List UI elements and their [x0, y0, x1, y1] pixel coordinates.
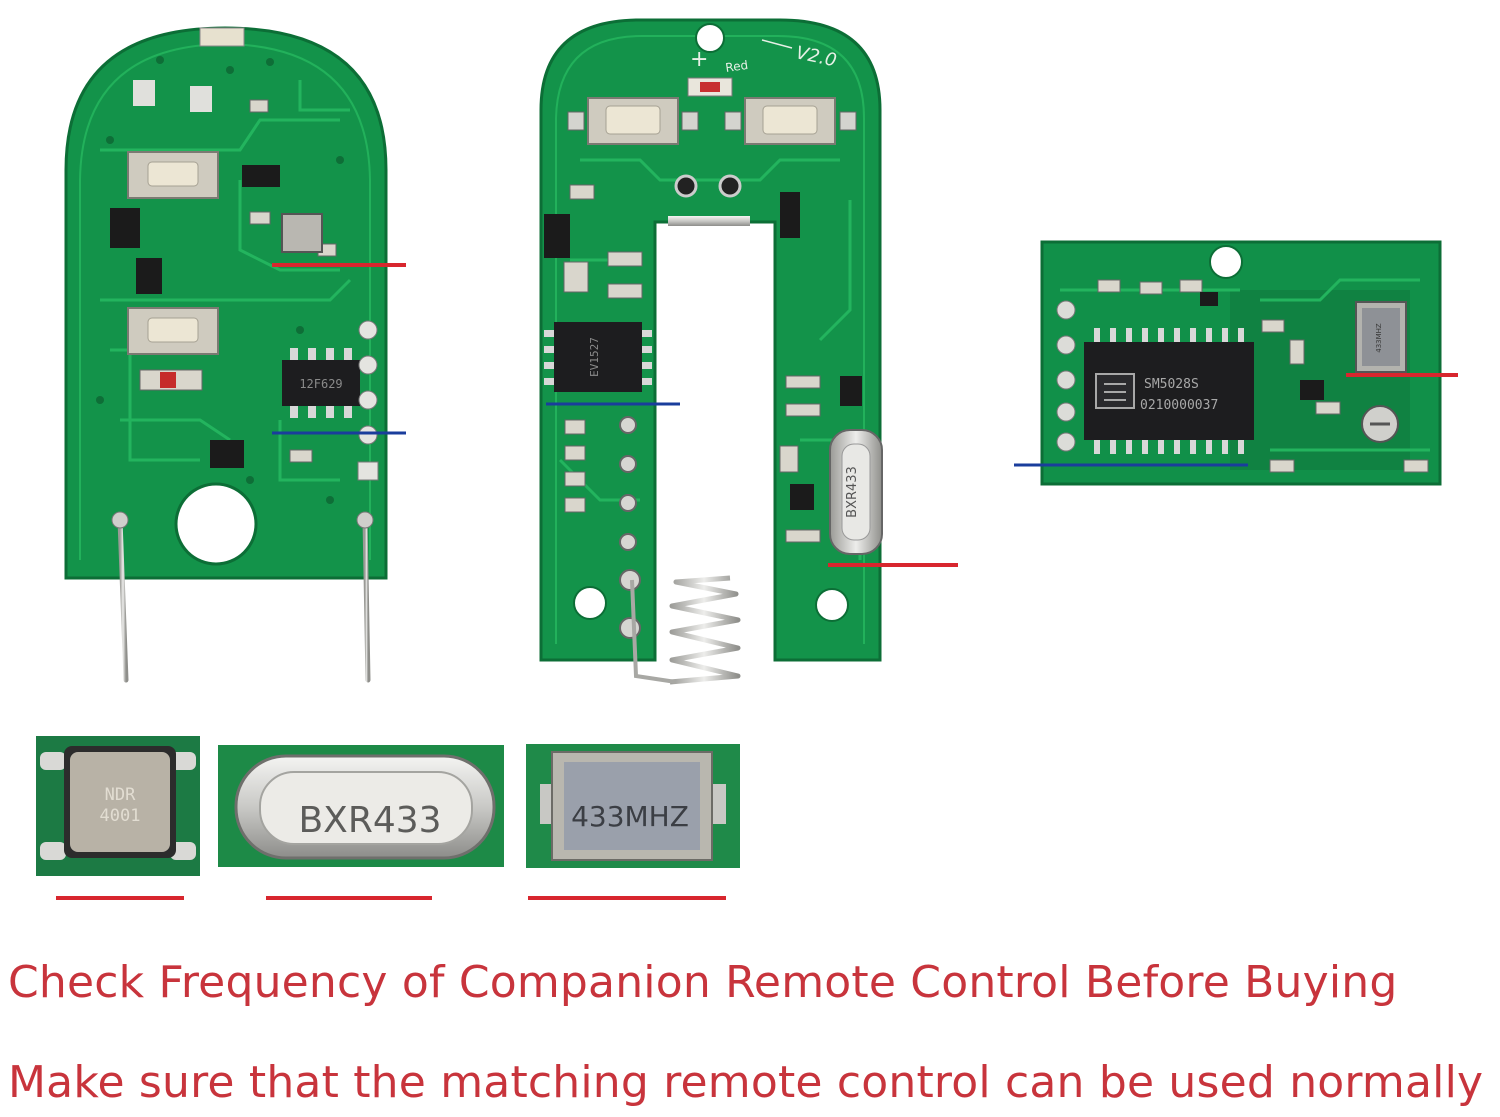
- middle-crystal-label: BXR433: [845, 466, 860, 518]
- left-remote-pcb: 12F629: [64, 26, 406, 683]
- left-mounting-hole: [174, 482, 258, 566]
- closeup-resonator-2: BXR433: [218, 745, 504, 900]
- closeup-resonator-3: 433MHZ: [526, 744, 740, 900]
- left-button-top: [127, 151, 219, 199]
- closeup1-line1: NDR: [105, 785, 136, 805]
- left-chip: 12F629: [282, 348, 360, 418]
- middle-crystal: BXR433: [829, 429, 883, 555]
- right-chip-line2: 0210000037: [1140, 398, 1218, 413]
- right-chip: SM5028S 0210000037: [1084, 328, 1254, 454]
- right-crystal: 433MHZ: [1355, 301, 1407, 373]
- middle-button-left: [587, 97, 679, 145]
- closeup3-label: 433MHZ: [571, 800, 689, 833]
- plus-label: +: [690, 47, 708, 72]
- left-resonator: [281, 213, 323, 253]
- caption-check-frequency: Check Frequency of Companion Remote Cont…: [8, 957, 1398, 1008]
- right-module-pcb: SM5028S 0210000037 433MHZ: [1014, 240, 1458, 486]
- top-led: [199, 27, 245, 47]
- middle-remote-pcb: + Red V2.0: [539, 18, 958, 685]
- closeup-resonator-1: NDR 4001: [36, 736, 200, 900]
- closeup1-line2: 4001: [100, 806, 141, 826]
- battery-spring: [669, 575, 741, 685]
- middle-chip: EV1527: [544, 322, 652, 392]
- closeup2-label: BXR433: [298, 800, 441, 841]
- left-chip-label: 12F629: [299, 377, 342, 391]
- caption-make-sure: Make sure that the matching remote contr…: [8, 1057, 1484, 1108]
- middle-chip-label: EV1527: [588, 337, 601, 377]
- middle-button-right: [744, 97, 836, 145]
- led-label: Red: [724, 58, 749, 75]
- right-chip-line1: SM5028S: [1144, 377, 1199, 392]
- left-button-bottom: [127, 307, 219, 355]
- right-crystal-label: 433MHZ: [1375, 323, 1383, 353]
